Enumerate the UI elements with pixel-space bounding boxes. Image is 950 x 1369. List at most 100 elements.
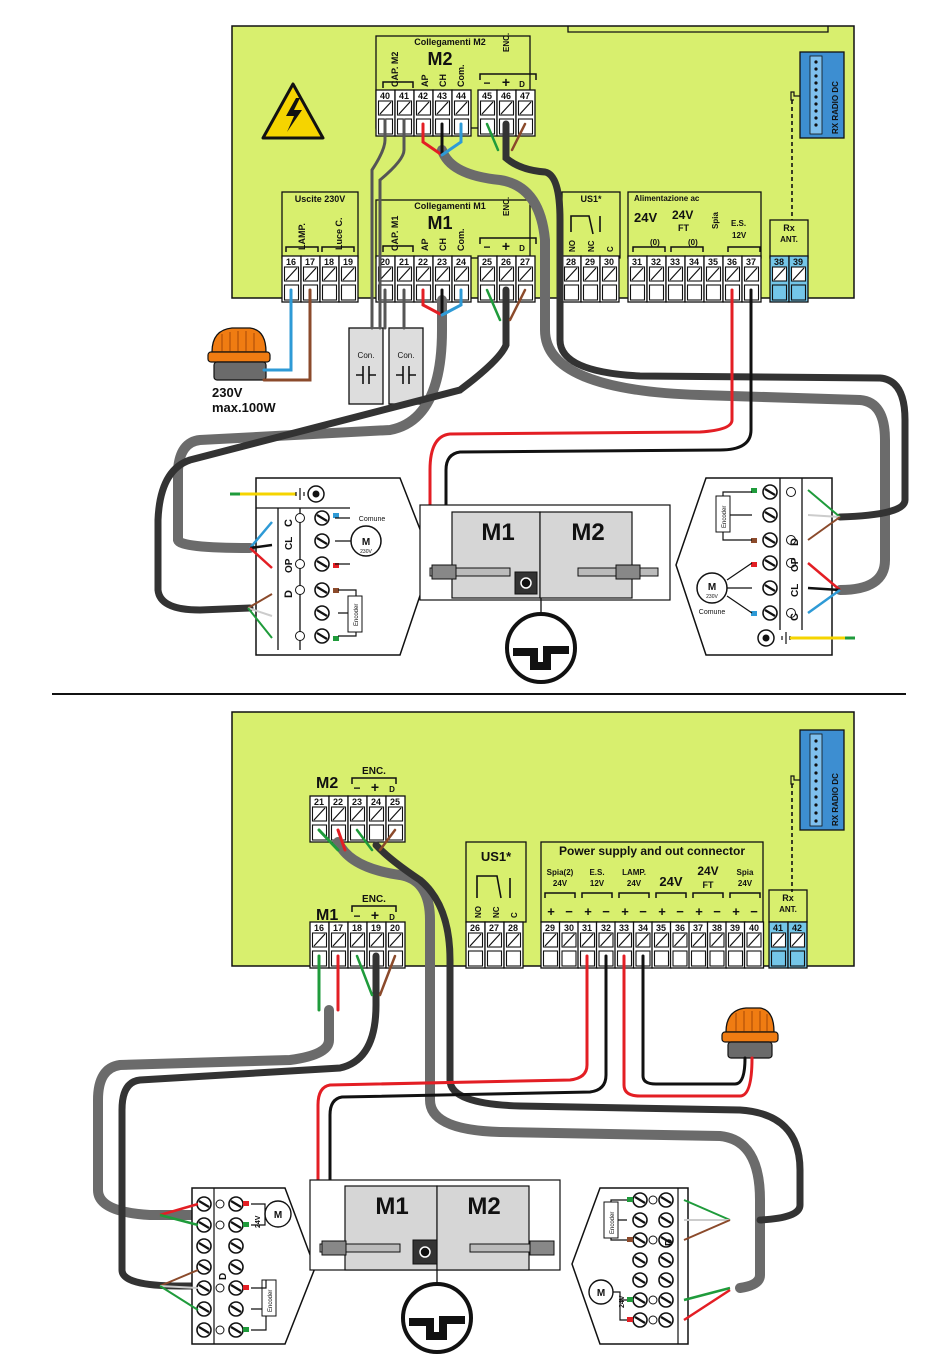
bottom-gate-m2-label: M2 <box>467 1193 500 1220</box>
left-motor-op-label: OP <box>284 558 295 573</box>
bottom-left-motor-voltage: 24V <box>255 1215 262 1228</box>
terminal-33: 33 <box>670 257 680 267</box>
terminal-24: 24 <box>456 257 466 267</box>
bottom-right-motor-m: M <box>597 1288 605 1299</box>
bottom-terminal-26: 26 <box>470 923 480 933</box>
rx-radio-label-bottom: RX RADIO DC <box>831 773 840 826</box>
bottom-terminal-32: 32 <box>601 923 611 933</box>
right-motor-comune: Comune <box>699 609 726 616</box>
power-24v-ft: 24V <box>697 864 718 878</box>
bottom-gate-m1-label: M1 <box>375 1193 408 1220</box>
bottom-m2-minus: − <box>353 781 360 795</box>
bottom-m2-big-label: M2 <box>316 775 338 792</box>
us1-nc-label: NC <box>587 240 596 252</box>
bottom-terminal-34: 34 <box>638 923 648 933</box>
power-ft: FT <box>703 880 714 890</box>
terminal-34: 34 <box>689 257 699 267</box>
terminal-46: 46 <box>501 91 511 101</box>
bottom-m1-d: D <box>389 913 395 922</box>
bottom-us1-no: NO <box>474 906 483 918</box>
left-motor-voltage: 230V <box>360 549 372 555</box>
bottom-m2-d: D <box>389 785 395 794</box>
bottom-right-encoder-label: Encoder <box>610 1212 616 1234</box>
m2-group-title: Collegamenti M2 <box>414 37 486 47</box>
bottom-terminal-38: 38 <box>712 923 722 933</box>
bottom-rx-ant: ANT. <box>779 905 797 914</box>
m2-ap-label: AP <box>420 74 430 87</box>
power-title: Power supply and out connector <box>559 844 745 858</box>
alim-es-label: E.S. <box>731 219 746 228</box>
lamp-voltage-label: 230V <box>212 385 243 400</box>
power-sign-39: + <box>732 904 740 919</box>
alim-24v-ft-label: 24V <box>672 208 693 222</box>
bottom-terminal-42: 42 <box>792 923 802 933</box>
right-motor-terminal-box-top: D OP CL C Encoder M 230V Comune <box>675 477 855 656</box>
alimentazione-group: Alimentazione ac 24V (0) 24V FT (0) Spia… <box>627 191 762 303</box>
bottom-terminal-41: 41 <box>773 923 783 933</box>
bottom-terminal-24: 24 <box>371 797 381 807</box>
alim-title: Alimentazione ac <box>634 194 700 203</box>
bottom-terminal-17: 17 <box>333 923 343 933</box>
alim-0-label: (0) <box>650 238 660 247</box>
terminal-38: 38 <box>774 257 784 267</box>
bottom-left-d-label: D <box>218 1273 229 1280</box>
power-sign-31: + <box>584 904 592 919</box>
terminal-26: 26 <box>501 257 511 267</box>
bottom-terminal-19: 19 <box>371 923 381 933</box>
rx-ant-title: ANT. <box>780 235 798 244</box>
bottom-m1-plus: + <box>371 907 379 923</box>
m1-cap-label: CAP. M1 <box>390 216 400 251</box>
bottom-us1-nc: NC <box>492 906 501 918</box>
bottom-terminal-29: 29 <box>545 923 555 933</box>
terminal-35: 35 <box>708 257 718 267</box>
m2-cap-label: CAP. M2 <box>390 52 400 87</box>
bottom-gate-symbol-icon <box>401 1282 473 1354</box>
m1-enc-minus: − <box>483 240 490 254</box>
bottom-terminal-33: 33 <box>619 923 629 933</box>
right-encoder-label: Encoder <box>722 506 728 528</box>
right-motor-m: M <box>708 582 716 593</box>
bottom-terminal-25: 25 <box>390 797 400 807</box>
bottom-terminal-36: 36 <box>675 923 685 933</box>
bottom-m2-enc-title: ENC. <box>362 766 386 777</box>
rx-title: Rx <box>783 223 795 233</box>
right-motor-terminal-box-bottom: D Encoder M 24V <box>571 1187 731 1345</box>
power-spia2: Spia(2) <box>547 868 574 877</box>
flashing-lamp-icon-bottom <box>721 1007 779 1059</box>
right-motor-d-label: D <box>789 538 801 546</box>
power-spia-24v: 24V <box>738 879 753 888</box>
power-spia2-24v: 24V <box>553 879 568 888</box>
bottom-m2-group: M2 ENC. − + D 21 22 23 24 25 <box>309 766 406 843</box>
bottom-us1-c: C <box>510 912 519 918</box>
terminal-18: 18 <box>324 257 334 267</box>
alim-spia-label: Spia <box>711 212 720 229</box>
m2-enc-minus: − <box>483 76 490 90</box>
terminal-32: 32 <box>651 257 661 267</box>
m1-enc-plus: + <box>502 238 510 254</box>
bottom-rx-title: Rx <box>782 893 794 903</box>
right-motor-op-label: OP <box>790 557 801 572</box>
m1-group-title: Collegamenti M1 <box>414 201 486 211</box>
us1-no-label: NO <box>568 240 577 252</box>
lamp-power-label: max.100W <box>212 400 276 415</box>
us1-relay-group: US1* NO NC C 28 29 30 <box>561 191 621 303</box>
m1-enc-d: D <box>519 244 525 253</box>
bottom-m1-enc-title: ENC. <box>362 894 386 905</box>
terminal-28: 28 <box>566 257 576 267</box>
alim-0b-label: (0) <box>688 238 698 247</box>
bottom-rx-group: Rx ANT. 41 42 <box>768 889 808 969</box>
bottom-terminal-22: 22 <box>333 797 343 807</box>
m2-connection-group: Collegamenti M2 M2 CAP. M2 AP CH Com. EN… <box>375 33 537 137</box>
right-motor-c-label: C <box>789 613 801 621</box>
left-encoder-box <box>347 595 363 633</box>
terminal-20: 20 <box>380 257 390 267</box>
bottom-right-motor-voltage: 24V <box>619 1295 626 1308</box>
capacitor-m2-label: Con. <box>358 351 375 360</box>
terminal-41: 41 <box>399 91 409 101</box>
bottom-terminal-40: 40 <box>749 923 759 933</box>
terminal-40: 40 <box>380 91 390 101</box>
m1-ap-label: AP <box>420 238 430 251</box>
uscite-230v-group: Uscite 230V LAMP. Luce C. 16 17 18 19 <box>281 191 359 303</box>
top-panel: Collegamenti M2 M2 CAP. M2 AP CH Com. EN… <box>154 25 909 684</box>
